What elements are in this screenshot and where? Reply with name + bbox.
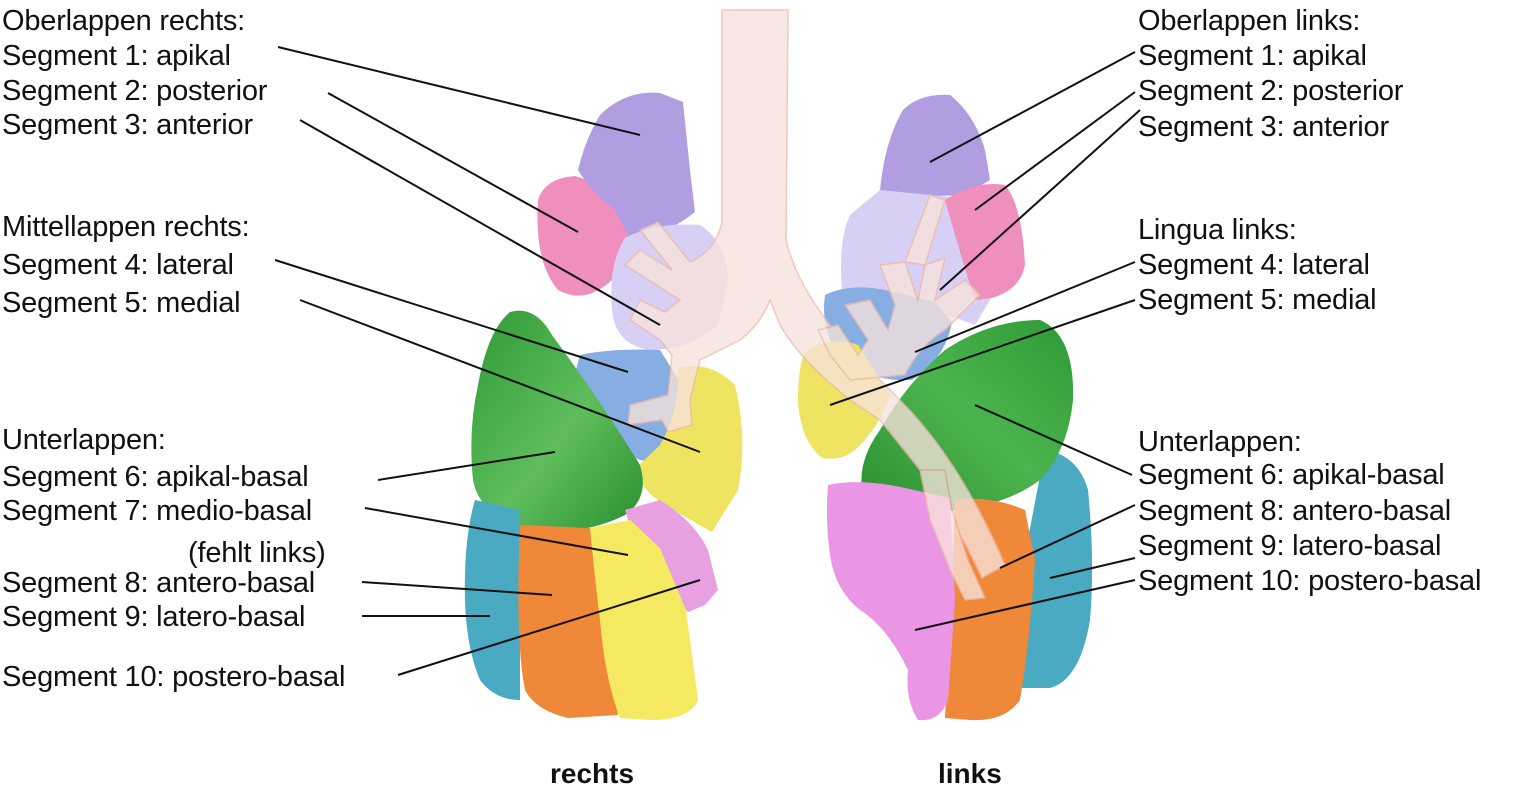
leader-l-seg10 xyxy=(914,579,1136,631)
left-segment-1-apikal xyxy=(880,94,990,196)
leader-l-seg4 xyxy=(914,261,1136,353)
right-segment-1-apikal xyxy=(578,92,695,240)
right-segment-6-apikal-basal xyxy=(471,310,643,531)
left-segment-9-label: Segment 9: latero-basal xyxy=(1138,530,1442,562)
left-lower-bronchus xyxy=(919,469,987,601)
right-segment-7-note: (fehlt links) xyxy=(188,537,326,569)
left-upper-lobe-heading: Oberlappen links: xyxy=(1138,5,1361,37)
leader-r-seg7 xyxy=(364,507,629,556)
leader-lines xyxy=(274,46,1141,676)
right-lung xyxy=(464,92,743,720)
leader-l-seg6 xyxy=(974,404,1133,476)
leader-l-seg5 xyxy=(829,299,1136,406)
leader-l-seg3 xyxy=(939,109,1141,291)
right-segment-2-label: Segment 2: posterior xyxy=(2,75,268,107)
right-segment-1-label: Segment 1: apikal xyxy=(2,40,231,72)
left-segment-1-label: Segment 1: apikal xyxy=(1138,40,1367,72)
right-upper-lobe-heading: Oberlappen rechts: xyxy=(2,5,246,37)
leader-l-seg2 xyxy=(974,91,1136,211)
leader-r-seg6 xyxy=(377,451,556,481)
leader-r-seg5 xyxy=(299,299,701,453)
leader-l-seg8 xyxy=(999,504,1136,569)
right-segment-5-medial xyxy=(636,366,743,532)
left-main-bronchus-branches xyxy=(816,256,982,381)
leader-l-seg9 xyxy=(1049,557,1136,579)
trachea xyxy=(623,9,1006,580)
leader-r-seg8 xyxy=(361,581,553,596)
right-lung-caption: rechts xyxy=(550,758,635,789)
right-segment-9-label: Segment 9: latero-basal xyxy=(2,601,306,633)
right-segment-5-label: Segment 5: medial xyxy=(2,287,241,319)
right-segment-3-label: Segment 3: anterior xyxy=(2,109,253,141)
right-segment-7-label: Segment 7: medio-basal xyxy=(2,495,312,527)
right-segment-10-postero-basal xyxy=(590,520,698,720)
leader-r-seg2 xyxy=(327,92,579,233)
left-segment-8-antero-basal xyxy=(945,498,1035,721)
left-segment-2-label: Segment 2: posterior xyxy=(1138,75,1404,107)
left-segment-4-label: Segment 4: lateral xyxy=(1138,249,1370,281)
right-segment-7-medio-basal xyxy=(625,500,718,612)
left-lung-caption: links xyxy=(938,758,1002,789)
leader-r-seg4 xyxy=(274,259,629,373)
left-lower-lobe-heading: Unterlappen: xyxy=(1138,426,1302,458)
right-segment-6-label: Segment 6: apikal-basal xyxy=(2,461,309,493)
left-segment-5-label: Segment 5: medial xyxy=(1138,284,1377,316)
right-middle-lobe-heading: Mittellappen rechts: xyxy=(2,211,250,243)
right-segment-4-label: Segment 4: lateral xyxy=(2,249,234,281)
left-lung xyxy=(798,94,1093,721)
left-segment-10-postero-basal xyxy=(826,482,955,721)
leader-r-seg3 xyxy=(299,119,661,326)
bronchial-tree xyxy=(623,9,1006,601)
left-segment-10-label: Segment 10: postero-basal xyxy=(1138,565,1482,597)
left-segment-6-label: Segment 6: apikal-basal xyxy=(1138,459,1445,491)
left-segment-9-latero-basal xyxy=(1015,450,1093,688)
leader-r-seg1 xyxy=(277,46,641,136)
left-segment-3-label: Segment 3: anterior xyxy=(1138,111,1389,143)
left-segment-8-label: Segment 8: antero-basal xyxy=(1138,495,1451,527)
right-segment-8-label: Segment 8: antero-basal xyxy=(2,567,315,599)
leader-r-seg10 xyxy=(397,579,701,676)
left-lingula-heading: Lingua links: xyxy=(1138,214,1297,246)
right-lower-lobe-heading: Unterlappen: xyxy=(2,424,166,456)
leader-l-seg1 xyxy=(929,51,1136,163)
right-segment-10-label: Segment 10: postero-basal xyxy=(2,661,346,693)
left-segment-2-posterior xyxy=(945,184,1025,300)
left-upper-bronchus xyxy=(903,194,946,266)
